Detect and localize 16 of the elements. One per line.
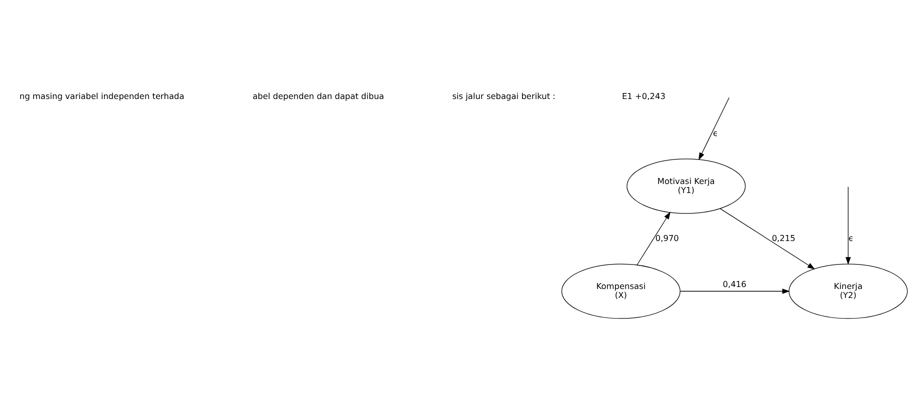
label: E1 +0,243 — [621, 90, 665, 101]
label: ng masing variabel independen terhada — [18, 90, 184, 101]
edge-label: 0,215 — [771, 232, 795, 242]
arrow — [680, 288, 790, 294]
label: sis jalur sebagai berikut : — [452, 90, 555, 101]
node-ellipse: Kompensasi (X) — [560, 263, 680, 318]
edge-label: ϵ — [848, 232, 854, 242]
arrow — [636, 211, 670, 265]
arrow — [845, 186, 850, 264]
node-ellipse: Motivasi Kerja (Y1) — [626, 158, 746, 214]
arrow — [698, 96, 729, 160]
arrow — [719, 208, 815, 269]
label: abel dependen dan dapat dibua — [252, 90, 384, 101]
edge-label: 0,416 — [722, 278, 746, 289]
edge-label: 0,970 — [654, 232, 678, 242]
edge-label: ϵ — [712, 127, 718, 138]
